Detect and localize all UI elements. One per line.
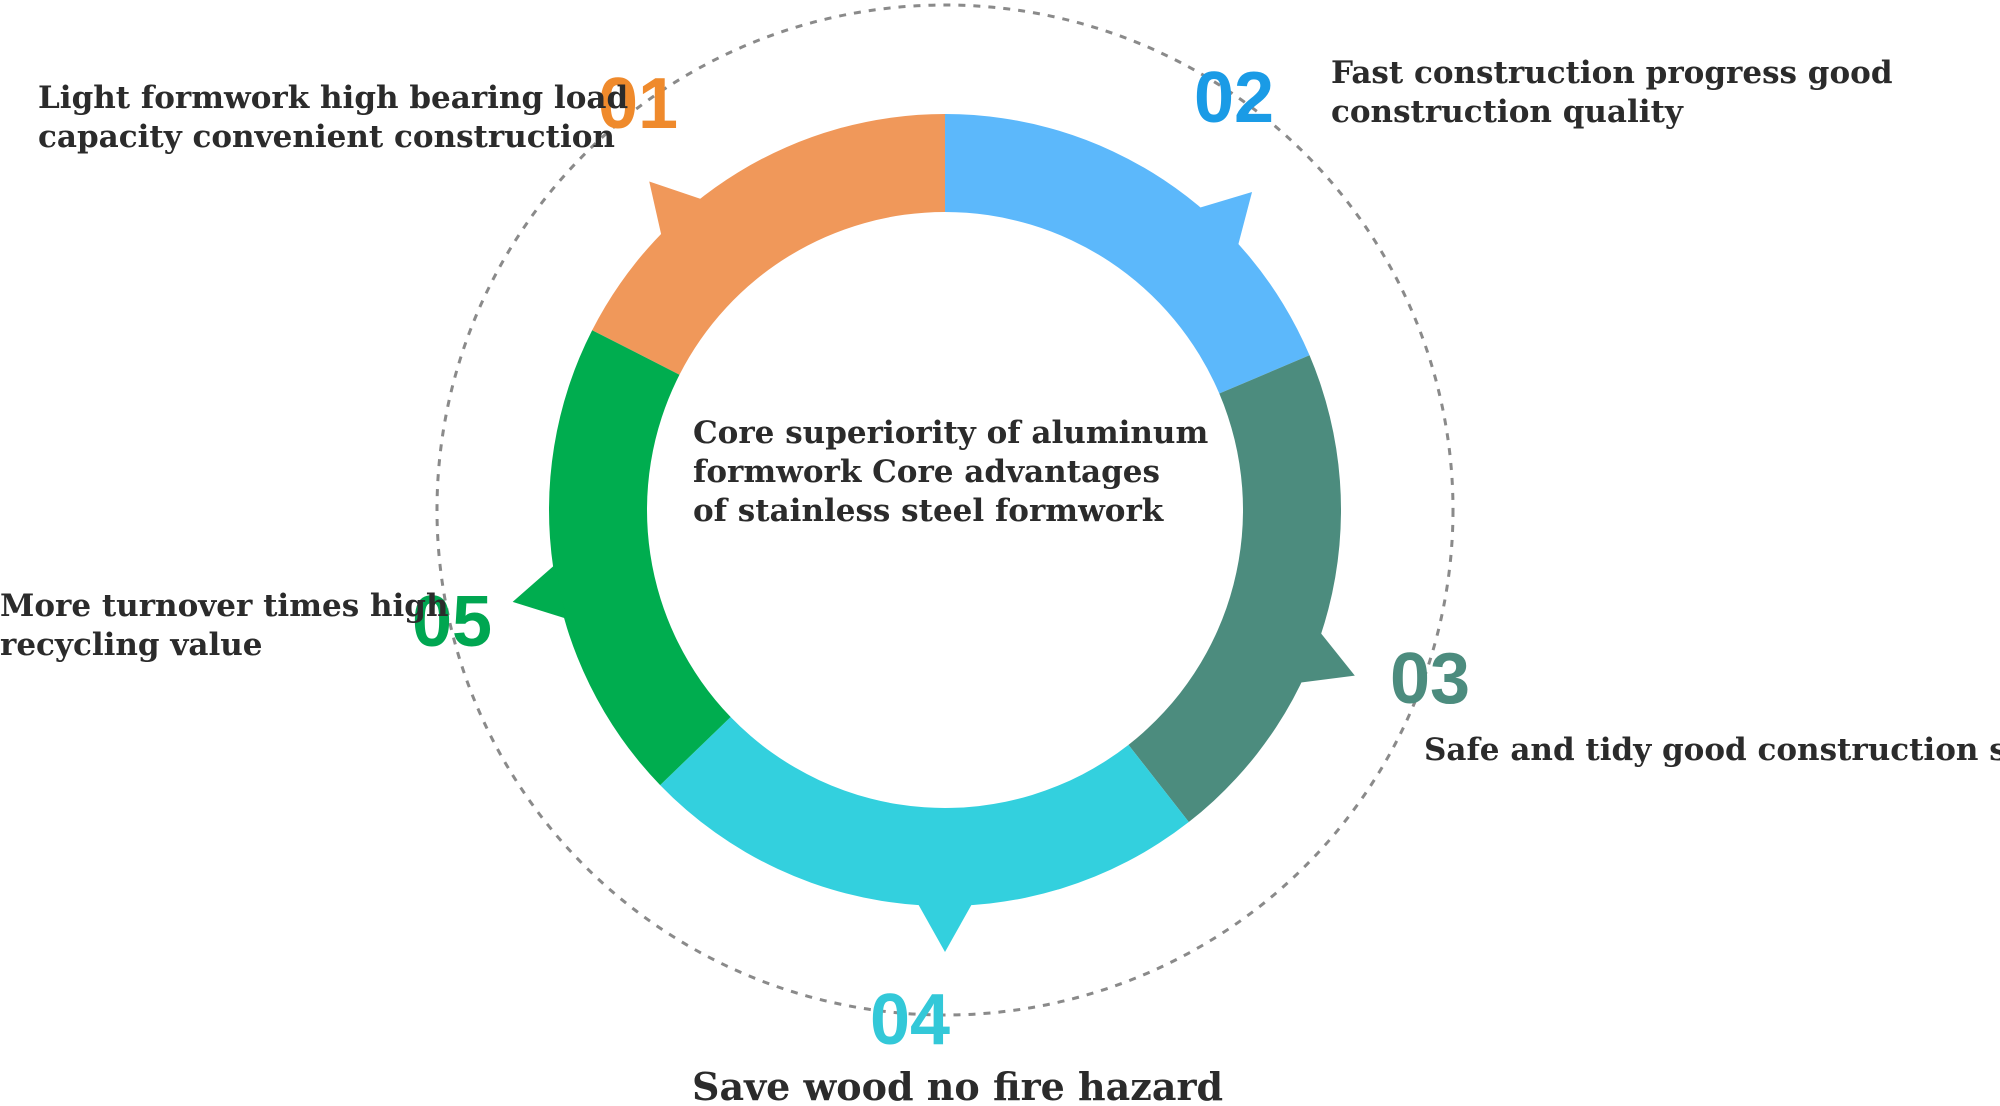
dashed-outer-ring: [435, 3, 1455, 1017]
ring-segment-02: [945, 114, 1310, 394]
ring-segment-05-pointer: [512, 564, 567, 619]
ring-segment-01: [592, 113, 945, 375]
item-05-number: 05: [412, 582, 492, 662]
item-04-label-line-1: Save wood no fire hazard: [692, 1064, 1223, 1106]
item-01: 01 Light formwork high bearing load capa…: [38, 64, 678, 155]
center-title-line-3: of stainless steel formwork: [693, 493, 1165, 529]
item-01-number: 01: [598, 64, 678, 144]
item-05-label-line-2: recycling value: [0, 627, 263, 663]
item-05: 05 More turnover times high recycling va…: [0, 582, 492, 663]
ring-segment-03: [1128, 355, 1341, 823]
ring-segments: [512, 113, 1355, 952]
center-title-line-1: Core superiority of aluminum: [693, 415, 1208, 451]
item-04-number: 04: [870, 980, 950, 1060]
item-01-label-line-1: Light formwork high bearing load: [38, 80, 628, 116]
item-03: 03 Safe and tidy good construction site: [1390, 639, 2000, 768]
ring-segment-03-pointer: [1299, 631, 1355, 683]
ring-segment-05: [549, 330, 731, 786]
ring-segment-04-pointer: [917, 903, 973, 952]
ring-segment-04: [660, 717, 1189, 907]
center-title: Core superiority of aluminum formwork Co…: [693, 415, 1208, 529]
item-04: 04 Save wood no fire hazard: [692, 980, 1223, 1106]
item-01-label-line-2: capacity convenient construction: [38, 119, 615, 155]
item-02: 02 Fast construction progress good const…: [1194, 55, 1893, 138]
item-03-label-line-1: Safe and tidy good construction site: [1424, 732, 2000, 768]
item-03-number: 03: [1390, 639, 1470, 719]
center-title-line-2: formwork Core advantages: [693, 454, 1160, 490]
item-02-label-line-2: construction quality: [1331, 94, 1684, 130]
ring-segment-02-pointer: [1198, 192, 1253, 247]
ring-segment-01-pointer: [649, 181, 703, 237]
item-02-number: 02: [1194, 58, 1274, 138]
item-02-label-line-1: Fast construction progress good: [1331, 55, 1893, 91]
item-05-label-line-1: More turnover times high: [0, 588, 449, 624]
